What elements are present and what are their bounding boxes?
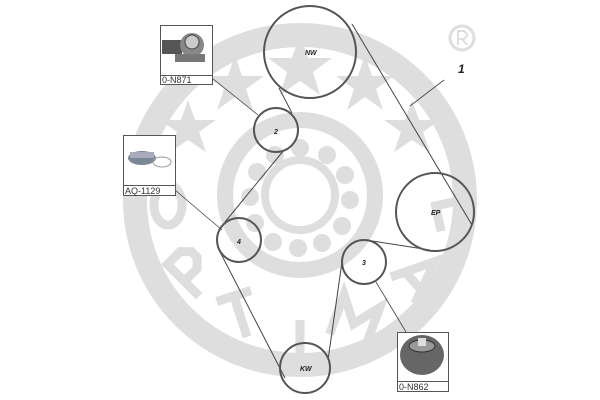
belt-label: 1 bbox=[458, 62, 465, 76]
pulley-label-kw: KW bbox=[300, 366, 313, 373]
pulley-label-ep: EP bbox=[431, 210, 441, 217]
pulley-kw[interactable] bbox=[279, 342, 331, 394]
idler-pulley-image bbox=[400, 335, 444, 375]
pulley-nw[interactable] bbox=[263, 5, 357, 99]
pulley-label-4: 4 bbox=[236, 239, 241, 246]
tensioner-image bbox=[162, 33, 205, 62]
pulley-label-3: 3 bbox=[362, 260, 366, 267]
part-box-aq-1129[interactable]: AQ-1129 bbox=[123, 135, 176, 197]
pulley-3[interactable] bbox=[341, 239, 387, 285]
registered-mark bbox=[448, 24, 476, 52]
part-box-0-n862[interactable]: 0-N862 bbox=[397, 332, 449, 393]
water-pump-image bbox=[128, 151, 172, 168]
part-code-0-n862: 0-N862 bbox=[399, 382, 429, 392]
pulley-label-2: 2 bbox=[273, 129, 278, 136]
part-box-0-n871[interactable]: 0-N871 bbox=[160, 25, 213, 86]
pulley-label-nw: NW bbox=[305, 50, 318, 57]
part-code-aq-1129: AQ-1129 bbox=[125, 186, 160, 196]
pulley-4[interactable] bbox=[216, 217, 262, 263]
belt-leader-line bbox=[409, 79, 445, 107]
belt bbox=[217, 23, 473, 379]
pulley-2[interactable] bbox=[253, 107, 299, 153]
pulley-ep[interactable] bbox=[395, 172, 475, 252]
part-code-0-n871: 0-N871 bbox=[162, 75, 192, 85]
